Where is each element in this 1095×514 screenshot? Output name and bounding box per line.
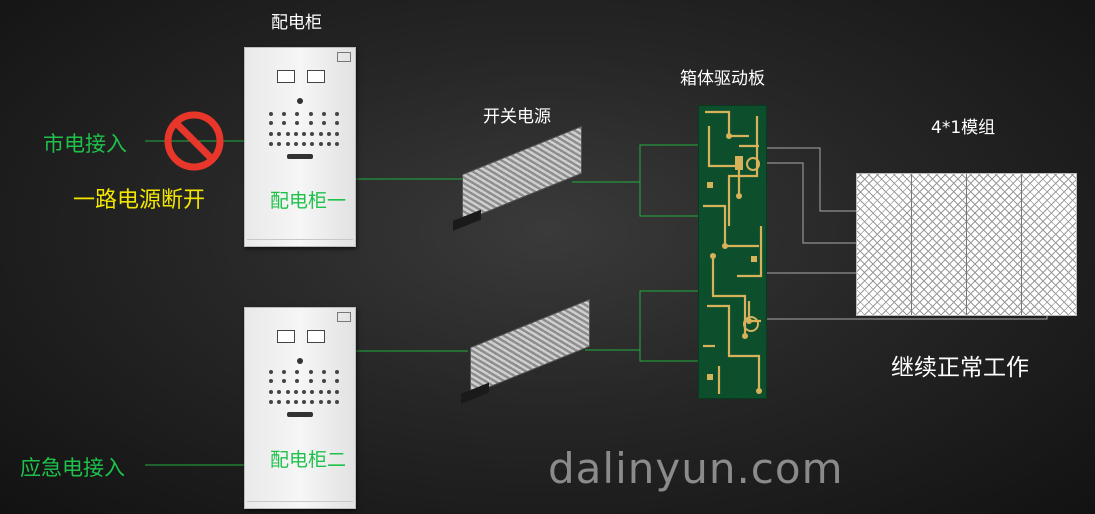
- selector-knob: [297, 98, 303, 104]
- wire-psu2-split: [639, 290, 699, 362]
- switch-row-3: [269, 142, 339, 148]
- module-divider-1: [911, 174, 912, 315]
- switch-row-1: [269, 379, 339, 385]
- cabinet-two-name: 配电柜二: [270, 449, 347, 471]
- cabinet-driver-board: [698, 105, 767, 399]
- cabinet-latch: [337, 52, 351, 62]
- switch-row-3: [269, 400, 339, 406]
- pcb-traces: [703, 110, 763, 394]
- wire-board-module-1: [765, 147, 876, 212]
- cabinet-seam: [247, 239, 353, 240]
- meter-right: [307, 330, 325, 343]
- brand-logo: [287, 412, 313, 417]
- indicator-row: [269, 370, 339, 376]
- cabinet-seam: [247, 501, 353, 502]
- cabinet-latch: [337, 312, 351, 322]
- driver-board-label: 箱体驱动板: [680, 69, 765, 89]
- switch-row-2: [269, 132, 339, 138]
- module-divider-3: [1021, 174, 1022, 315]
- meter-right: [307, 70, 325, 83]
- switch-psu-label: 开关电源: [483, 107, 551, 127]
- watermark: dalinyun.com: [548, 444, 844, 493]
- switch-row-2: [269, 390, 339, 396]
- mains-input-label: 市电接入: [43, 132, 127, 156]
- led-module-4x1: [856, 173, 1077, 316]
- cabinet-title: 配电柜: [271, 13, 322, 33]
- switch-row-1: [269, 121, 339, 127]
- module-divider-2: [966, 174, 967, 315]
- no-entry-icon: [164, 111, 224, 171]
- meter-left: [277, 330, 295, 343]
- distribution-cabinet-one: 配电柜一: [244, 47, 356, 247]
- power-off-label: 一路电源断开: [73, 188, 206, 213]
- emergency-input-label: 应急电接入: [20, 456, 125, 480]
- brand-logo: [287, 154, 313, 159]
- distribution-cabinet-two: 配电柜二: [244, 307, 356, 509]
- meter-left: [277, 70, 295, 83]
- indicator-row: [269, 112, 339, 118]
- cabinet-one-name: 配电柜一: [270, 190, 347, 212]
- wire-psu1-split: [639, 144, 699, 217]
- keep-working-label: 继续正常工作: [891, 355, 1029, 381]
- module-label: 4*1模组: [931, 118, 996, 138]
- selector-knob: [297, 358, 303, 364]
